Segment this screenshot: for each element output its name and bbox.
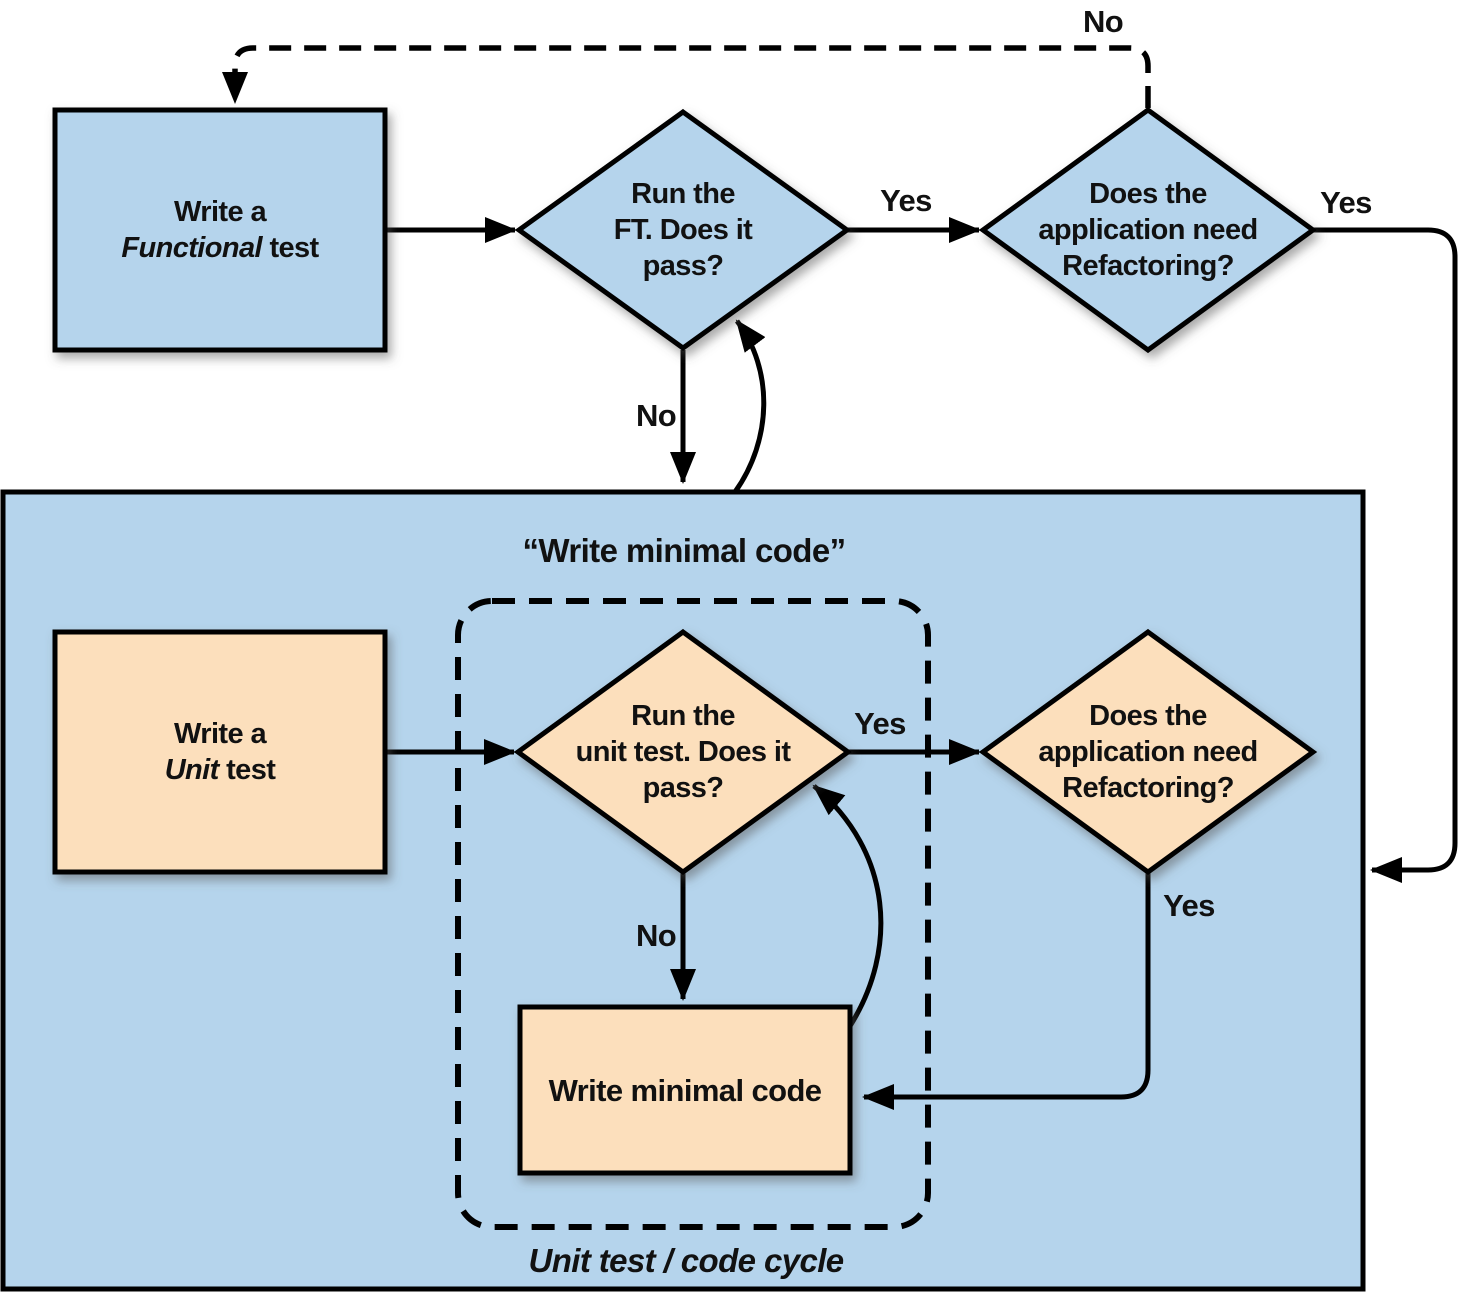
edge-label-no-ftpass: No <box>635 398 677 433</box>
label-line: application need <box>1038 736 1258 769</box>
label-line: Refactoring? <box>1062 771 1234 804</box>
edge-label-yes-refactor-unit: Yes <box>1163 888 1215 923</box>
edge-label-no-loop: No <box>1082 4 1124 39</box>
refactor-diamond-top <box>978 106 1318 354</box>
unit-test-box <box>52 629 388 875</box>
functional-test-box <box>52 107 388 353</box>
label-line: Functional test <box>121 232 319 264</box>
label-line: unit test. Does it <box>575 736 791 769</box>
label-line: FT. Does it <box>613 214 753 247</box>
unit-pass-diamond-label: Run the unit test. Does it pass? <box>576 699 791 807</box>
label-line: Write a <box>174 196 267 229</box>
edge-container-to-ftpass-curve <box>732 319 767 494</box>
label-line: pass? <box>642 249 724 282</box>
unit-cycle-caption: Unit test / code cycle <box>528 1242 844 1279</box>
label-line: Does the <box>1089 700 1207 733</box>
label-line: Does the <box>1089 178 1207 211</box>
edge-wmc-to-unitpass-curve <box>812 784 884 1028</box>
edge-label-yes-refactor-top: Yes <box>1320 185 1372 220</box>
label-line: application need <box>1038 214 1258 247</box>
edge-label-yes-unitpass: Yes <box>854 706 906 741</box>
functional-test-box-label: Write a Functional test <box>121 195 319 267</box>
edge-refactor-no-loop <box>222 45 1151 108</box>
unit-pass-diamond <box>513 628 853 876</box>
refactor-diamond-unit-label: Does the application need Refactoring? <box>1038 699 1258 807</box>
edge-refactor-yes-to-wmc <box>862 872 1151 1110</box>
label-line: Write a <box>174 718 267 751</box>
label-line: Unit test <box>164 754 276 786</box>
edge-label-no-unitpass: No <box>635 918 677 953</box>
refactor-diamond-unit <box>978 628 1318 876</box>
write-minimal-code-box <box>517 1004 853 1176</box>
label-line: Run the <box>631 700 735 733</box>
label-line: Refactoring? <box>1062 249 1234 282</box>
unit-cycle-header: “Write minimal code” <box>522 532 847 569</box>
refactor-diamond-top-label: Does the application need Refactoring? <box>1038 177 1258 285</box>
edge-refactor-yes-to-container <box>1313 227 1458 883</box>
unit-test-box-label: Write a Unit test <box>165 717 276 789</box>
label-line: pass? <box>642 771 724 804</box>
edge-label-yes-ftpass: Yes <box>880 183 932 218</box>
unit-cycle-dashed-frame <box>455 598 931 1230</box>
write-minimal-code-box-label: Write minimal code <box>548 1072 822 1108</box>
ft-pass-diamond <box>514 108 852 352</box>
ft-pass-diamond-label: Run the FT. Does it pass? <box>613 177 753 285</box>
label-line: Run the <box>631 178 735 211</box>
